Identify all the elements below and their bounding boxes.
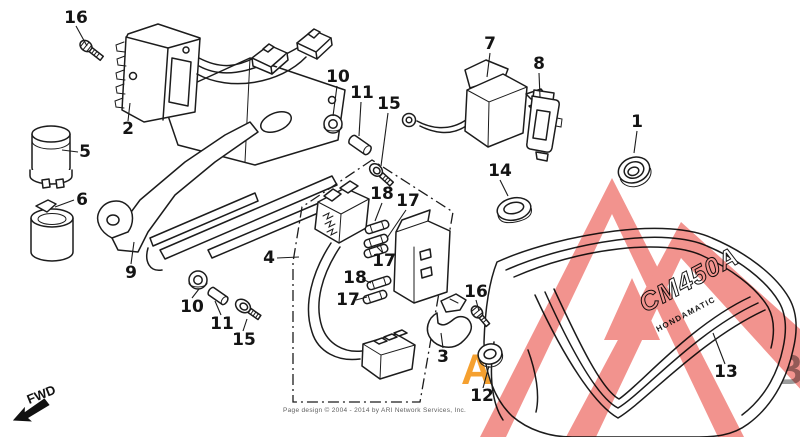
part-callout-11b[interactable]: 11 <box>210 314 234 334</box>
collar-11-lower-drawing <box>207 286 229 306</box>
part-callout-4[interactable]: 4 <box>263 248 275 268</box>
part-callout-16a[interactable]: 16 <box>64 8 88 28</box>
grommet-part12-drawing <box>477 343 504 368</box>
part-callout-10b[interactable]: 10 <box>180 297 204 317</box>
flasher-relay-part5-drawing <box>29 125 73 189</box>
grommet-part1-drawing <box>617 156 652 188</box>
bolt-16-right-drawing <box>470 305 491 328</box>
part-callout-18a[interactable]: 18 <box>370 184 394 204</box>
clamp-part3-drawing <box>426 293 473 348</box>
part-callout-2[interactable]: 2 <box>122 119 134 139</box>
part-callout-17c[interactable]: 17 <box>336 290 360 310</box>
bolt-15-upper-drawing <box>368 163 395 187</box>
leader-lines <box>54 25 726 389</box>
watermark-triangle-right <box>566 222 800 437</box>
part-callout-17b[interactable]: 17 <box>372 251 396 271</box>
part-callout-16b[interactable]: 16 <box>464 282 488 302</box>
part-callout-10a[interactable]: 10 <box>326 67 350 87</box>
fuse-box-region-part4-drawing <box>292 159 454 403</box>
collar-11-upper-drawing <box>348 134 372 156</box>
part-callout-15a[interactable]: 15 <box>377 94 401 114</box>
wire-harness-connectors-drawing <box>196 28 333 85</box>
grommet-part14-drawing <box>496 196 532 224</box>
part-callout-5[interactable]: 5 <box>79 142 91 162</box>
copyright-text: Page design © 2004 - 2014 by ARI Network… <box>283 407 467 414</box>
part-callout-1[interactable]: 1 <box>631 112 643 132</box>
part-callout-3[interactable]: 3 <box>437 347 449 367</box>
part-callout-8[interactable]: 8 <box>533 54 545 74</box>
regulator-part2-drawing <box>114 23 201 123</box>
part-callout-15b[interactable]: 15 <box>232 330 256 350</box>
grommet-10-upper-drawing <box>323 114 343 134</box>
bolt-16-topleft-drawing <box>79 39 105 62</box>
rubber-holder-part6-drawing <box>30 199 74 262</box>
part-callout-12[interactable]: 12 <box>470 386 494 406</box>
part-callout-13[interactable]: 13 <box>714 362 738 382</box>
watermark-triangle-center <box>604 278 660 340</box>
bolt-15-lower-drawing <box>234 298 262 321</box>
part-callout-11a[interactable]: 11 <box>350 83 374 103</box>
grommet-10-lower-drawing <box>188 270 208 290</box>
starter-relay-part7-drawing <box>401 59 546 148</box>
bracket-part9-drawing <box>96 57 346 271</box>
fwd-arrow-icon <box>12 398 50 422</box>
watermark-triangle-left <box>480 178 744 437</box>
part-callout-7[interactable]: 7 <box>484 34 496 54</box>
fuse-holder-part8-drawing <box>526 89 563 162</box>
part-callout-6[interactable]: 6 <box>76 190 88 210</box>
part-callout-17a[interactable]: 17 <box>396 191 420 211</box>
part-callout-18b[interactable]: 18 <box>343 268 367 288</box>
part-callout-9[interactable]: 9 <box>125 263 137 283</box>
part-callout-14[interactable]: 14 <box>488 161 512 181</box>
